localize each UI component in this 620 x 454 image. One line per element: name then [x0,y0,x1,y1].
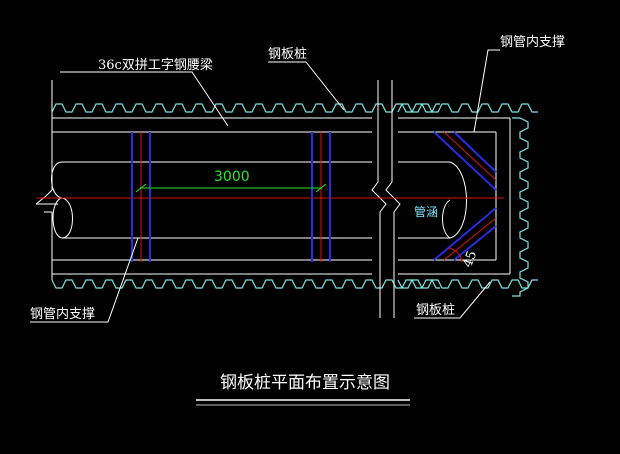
label-sheet-pile-bottom: 钢板桩 [416,303,455,318]
waist-beam [51,80,511,280]
label-pipe-support-bottom: 钢管内支撑 [30,306,95,322]
label-angle: 45 [460,249,480,270]
diagram-title: 钢板桩平面布置示意图 [220,373,390,393]
sheet-pile-top-left [51,103,440,113]
leader-lines [30,49,500,323]
sheet-pile-right-end [512,117,529,297]
label-sheet-pile-top: 钢板桩 [268,47,307,62]
label-culvert: 管涵 [414,204,438,219]
sheet-pile-bottom-left [51,279,440,289]
dimension-3000 [135,183,327,193]
label-pipe-support-top: 钢管内支撑 [500,34,565,50]
sheet-pile-top-right [397,103,538,113]
pipe-strut-left [131,132,151,262]
corner-struts [433,131,497,263]
pipe-strut-middle [311,132,331,262]
break-line [35,80,401,318]
sheet-pile-bottom-right [397,279,538,289]
dimension-label: 3000 [214,169,250,185]
label-waist-beam: 36c双拼工字钢腰梁 [98,58,213,73]
culvert-pipe [51,161,467,239]
